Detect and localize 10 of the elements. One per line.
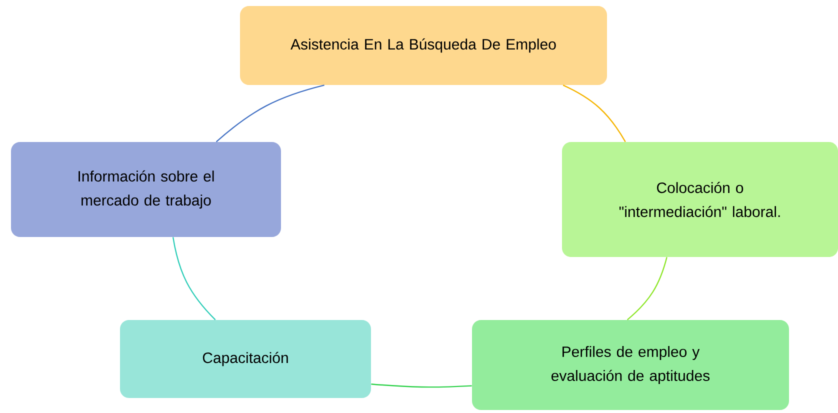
process-box: Capacitación [120, 320, 371, 398]
connector-line [172, 237, 216, 320]
connector-line [626, 257, 668, 320]
connector-line [216, 84, 324, 142]
process-box: Perfiles de empleo y evaluación de aptitudes [472, 320, 789, 410]
process-box: Colocación o "intermediación" laboral. [562, 142, 838, 257]
process-box: Asistencia En La Búsqueda De Empleo [240, 6, 607, 85]
connector-line [562, 84, 626, 142]
process-box: Información sobre el mercado de trabajo [11, 142, 281, 237]
connector-line [371, 384, 472, 388]
